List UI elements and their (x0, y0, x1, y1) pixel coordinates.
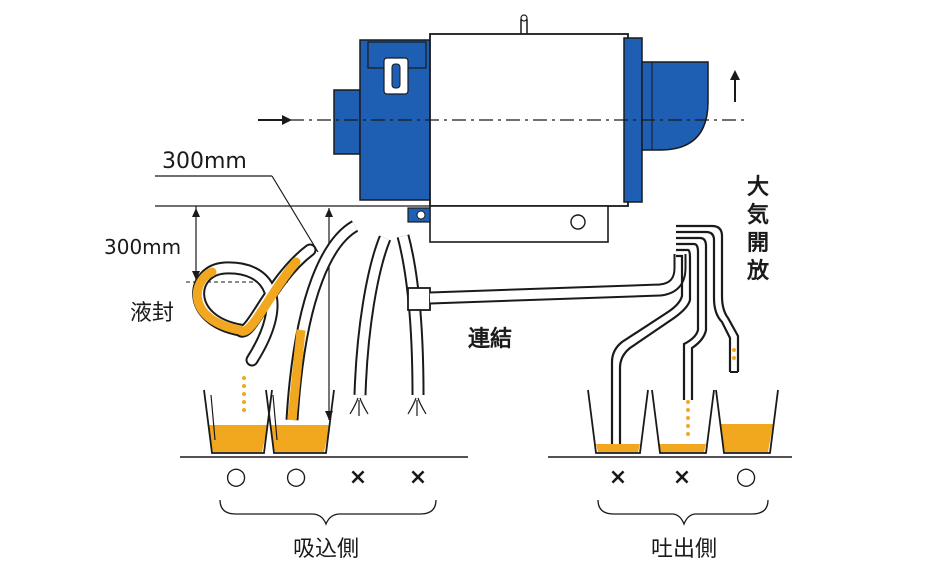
result-mark: × (409, 465, 427, 490)
base-bolt (570, 214, 586, 230)
liquid-seal-label: 液封 (130, 301, 174, 326)
inlet-stub (333, 89, 361, 155)
svg-text:開: 開 (747, 231, 769, 256)
suction-cups (203, 389, 335, 454)
suction-brace (219, 499, 437, 526)
result-mark: × (349, 465, 367, 490)
arrow-up-icon (730, 70, 740, 102)
discharge-brace (597, 499, 769, 526)
suction-tube-into-cup (285, 220, 359, 421)
suction-side-label: 吸込側 (293, 537, 359, 562)
outlet-elbow (641, 61, 709, 151)
result-mark: × (673, 465, 691, 490)
suction-result-marks: ○ ○ × × (226, 462, 428, 490)
result-mark: ○ (736, 462, 757, 490)
dimension-label-left: 300mm (104, 235, 181, 259)
result-mark: × (609, 465, 627, 490)
drip-dots-discharge (686, 348, 736, 436)
discharge-manifold (610, 224, 740, 446)
discharge-side-label: 吐出側 (651, 537, 717, 562)
terminal-knob (391, 63, 401, 89)
suction-tube-connected (396, 234, 687, 416)
dimension-label-top: 300mm (162, 149, 247, 174)
blower-unit (290, 14, 746, 243)
arrow-right-icon (258, 115, 292, 125)
drip-dots-suction (242, 376, 246, 412)
svg-text:気: 気 (747, 202, 769, 228)
svg-text:大: 大 (747, 175, 769, 200)
connected-label: 連結 (468, 326, 512, 352)
svg-text:放: 放 (746, 258, 770, 284)
result-mark: ○ (226, 462, 247, 490)
suction-tube-open-1 (349, 235, 392, 416)
result-mark: ○ (286, 462, 307, 490)
discharge-result-marks: × × ○ (609, 462, 757, 490)
liquid-seal-tube (192, 243, 317, 367)
discharge-cups (587, 389, 779, 454)
atmosphere-open-label: 大 気 開 放 (746, 175, 770, 284)
